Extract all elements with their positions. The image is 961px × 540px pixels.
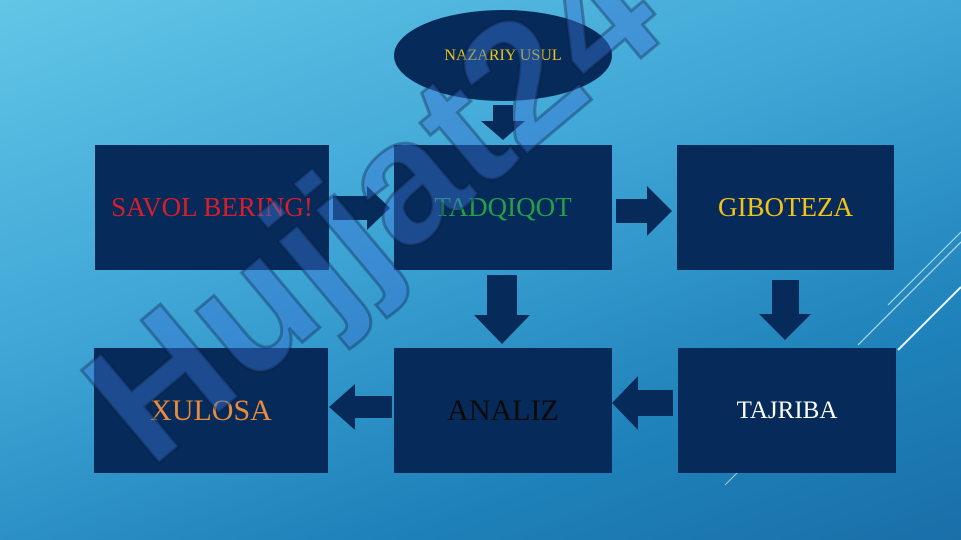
node-xulosa-label: XULOSA [150,393,272,427]
node-tadqiqot: TADQIQOT [394,145,612,270]
node-analiz: ANALIZ [394,348,612,473]
arrow-nazariy-to-tadqiqot [481,105,525,140]
arrow-savol-to-tadqiqot [333,186,390,230]
node-savol-bering: SAVOL BERING! [95,145,329,270]
node-tajriba-label: TAJRIBA [736,396,838,424]
node-savol-bering-label: SAVOL BERING! [111,192,313,222]
arrow-tadqiqot-to-giboteza [616,186,672,236]
arrow-analiz-to-xulosa [329,384,392,430]
node-nazariy-usul-label: NAZARIY USUL [444,46,562,64]
arrow-tajriba-to-analiz [612,376,673,430]
node-tadqiqot-label: TADQIQOT [434,192,572,222]
node-giboteza-label: GIBOTEZA [718,192,853,222]
node-analiz-label: ANALIZ [447,393,559,427]
arrow-giboteza-to-tajriba [759,280,811,340]
node-tajriba: TAJRIBA [678,348,896,473]
arrow-tadqiqot-to-analiz [474,275,530,344]
node-giboteza: GIBOTEZA [677,145,894,270]
node-xulosa: XULOSA [94,348,328,473]
node-nazariy-usul: NAZARIY USUL [394,10,612,101]
